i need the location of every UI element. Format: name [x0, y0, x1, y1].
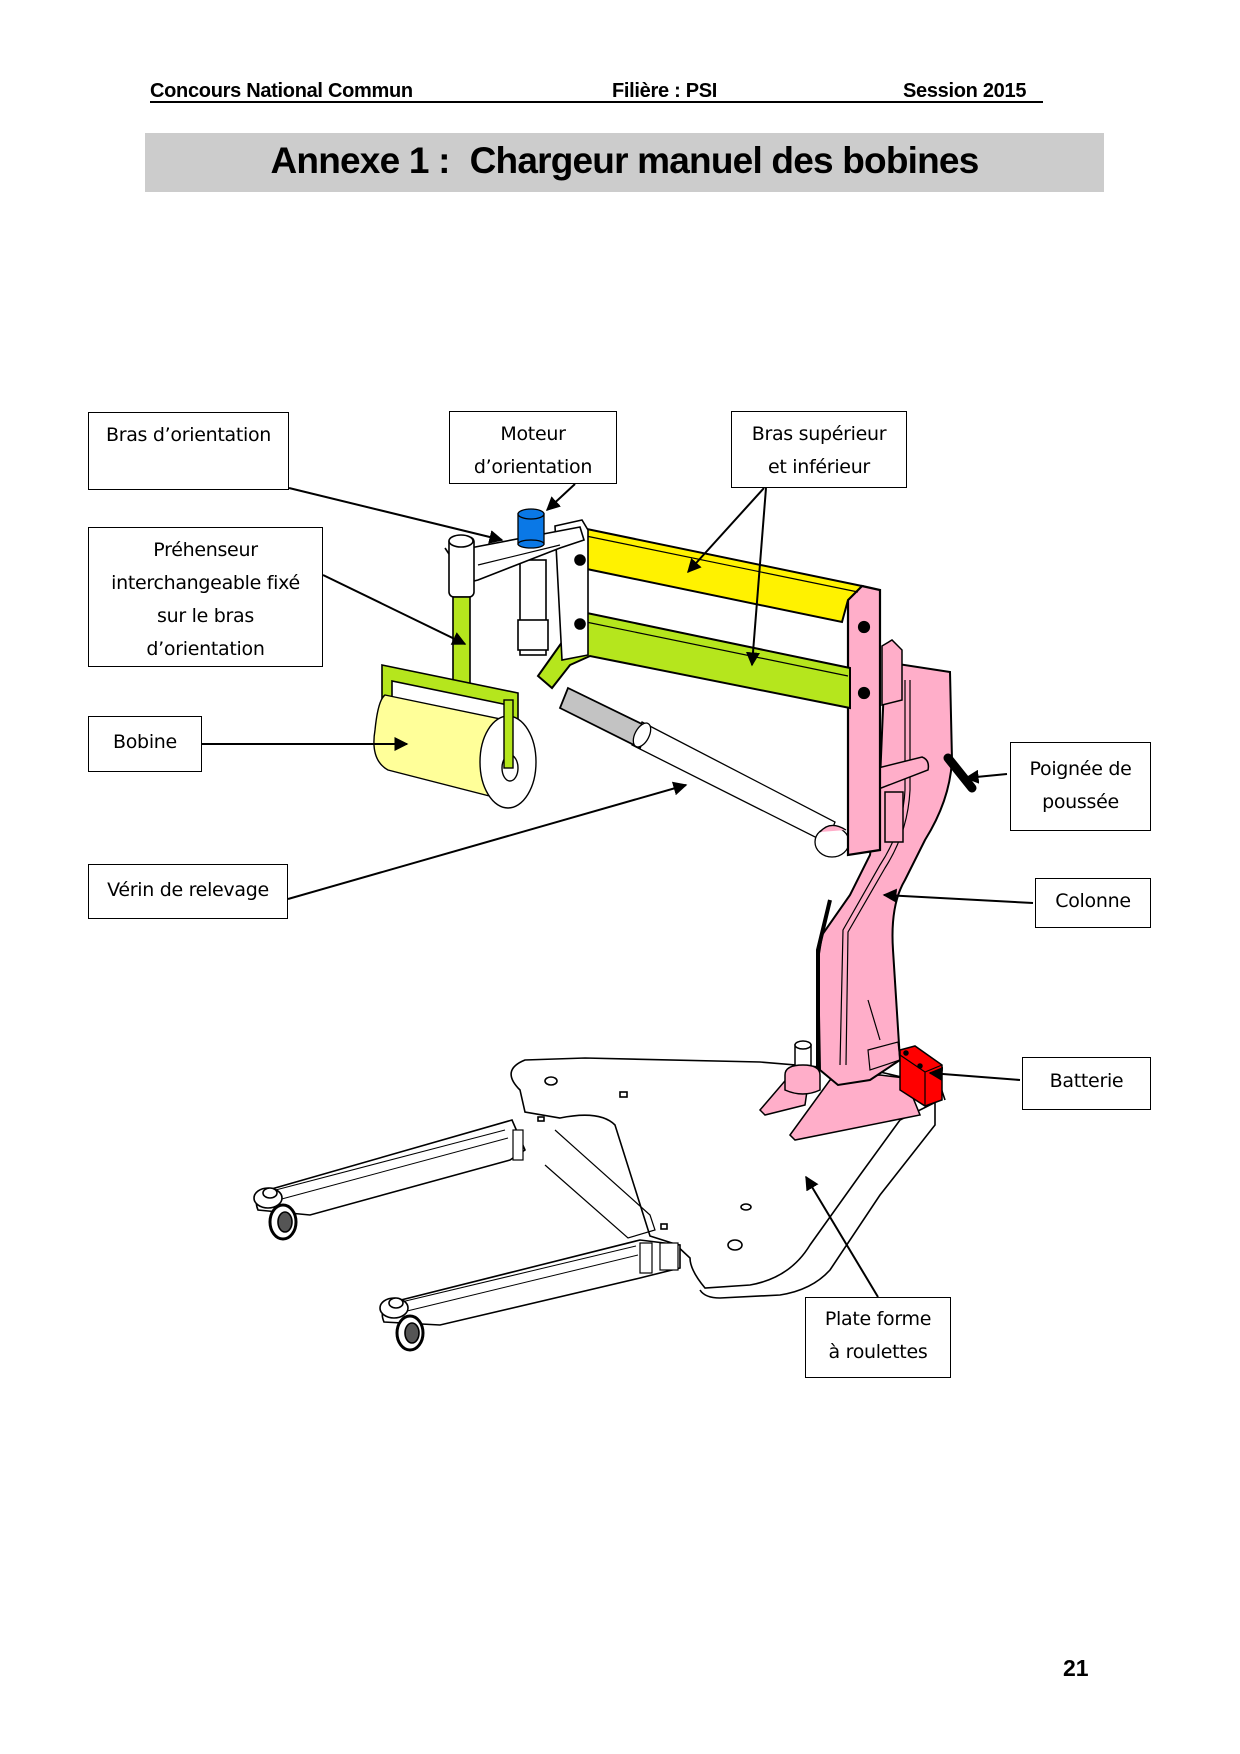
header-contest-name: Concours National Commun — [150, 80, 413, 102]
leader-batterie — [928, 1066, 1021, 1081]
platform-edge — [699, 1100, 936, 1299]
label-prehenseur: Préhenseur interchangeable fixé sur le b… — [88, 527, 323, 667]
leader-bras-superieur — [687, 487, 765, 574]
orientation-motor — [517, 508, 545, 549]
title-text: Chargeur manuel des bobines — [469, 140, 980, 181]
label-colonne: Colonne — [1035, 878, 1151, 928]
label-moteur-line1: Moteur — [500, 423, 566, 445]
lower-arm — [536, 610, 851, 710]
arm-head-frame — [517, 519, 589, 661]
label-prehenseur-line1: Préhenseur — [153, 539, 258, 561]
leader-poignee — [964, 769, 1008, 784]
title-prefix: Annexe 1 : — [270, 140, 451, 181]
label-moteur-line2: d’orientation — [473, 456, 593, 478]
leader-plate-forme — [805, 1175, 879, 1298]
label-bobine: Bobine — [88, 716, 202, 772]
label-bobine-line1: Bobine — [113, 731, 177, 753]
header-underline — [150, 101, 1043, 103]
label-poignee-line1: Poignée de — [1029, 758, 1132, 780]
label-bras-orientation-line1: Bras d’orientation — [105, 424, 272, 446]
bobine-roll — [373, 694, 537, 809]
platform-leg-lower — [381, 1239, 681, 1326]
column-body — [816, 660, 954, 1087]
leader-bras-inferieur — [746, 487, 767, 667]
page-number: 21 — [1063, 1655, 1089, 1681]
upper-arm — [581, 526, 865, 624]
jack-tube — [631, 721, 836, 844]
header-session: Session 2015 — [903, 80, 1027, 102]
label-plate-forme-line2: à roulettes — [828, 1341, 928, 1363]
title-band: Annexe 1 : Chargeur manuel des bobines — [145, 133, 1104, 192]
label-plate-forme: Plate forme à roulettes — [805, 1297, 951, 1378]
leader-moteur — [545, 483, 576, 511]
label-prehenseur-line3: sur le bras — [157, 605, 254, 627]
leader-bras-orientation — [288, 487, 504, 544]
leader-lines — [202, 483, 1034, 1298]
header-track: Filière : PSI — [612, 80, 718, 102]
label-poignee-poussee: Poignée de poussée — [1010, 742, 1151, 831]
label-bras-orientation: Bras d’orientation — [88, 412, 289, 490]
leader-prehenseur — [322, 574, 467, 645]
label-prehenseur-line4: d’orientation — [146, 638, 265, 660]
arm-plate — [846, 584, 903, 857]
label-poignee-line2: poussée — [1042, 791, 1119, 813]
label-batterie-line1: Batterie — [1049, 1070, 1124, 1092]
jack-rod — [558, 686, 650, 750]
label-verin-relevage: Vérin de relevage — [88, 864, 288, 919]
label-moteur-orientation: Moteur d’orientation — [449, 411, 617, 484]
platform-leg-upper — [255, 1119, 526, 1216]
label-verin-line1: Vérin de relevage — [107, 879, 269, 901]
caster-wheel-rear — [253, 1187, 298, 1241]
label-batterie: Batterie — [1022, 1057, 1151, 1110]
label-bras-sup-line2: et inférieur — [768, 456, 870, 478]
label-plate-forme-line1: Plate forme — [824, 1308, 932, 1330]
page-title: Annexe 1 : Chargeur manuel des bobines — [145, 140, 1104, 182]
leader-colonne — [882, 888, 1034, 904]
caster-wheel-front — [379, 1297, 425, 1352]
label-prehenseur-line2: interchangeable fixé — [111, 572, 300, 594]
label-bras-sup-line1: Bras supérieur — [751, 423, 887, 445]
gripper-post — [444, 534, 475, 598]
lifting-jack — [558, 686, 850, 858]
label-colonne-line1: Colonne — [1055, 890, 1131, 912]
leader-verin — [287, 781, 688, 900]
label-bras-superieur-inferieur: Bras supérieur et inférieur — [731, 411, 907, 488]
